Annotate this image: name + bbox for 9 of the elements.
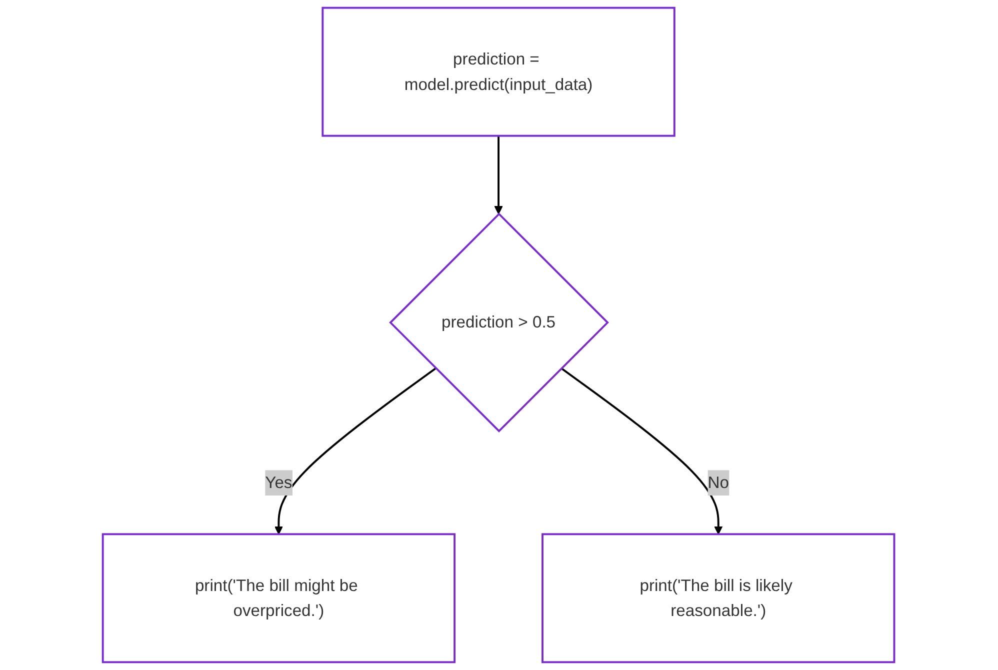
node-diamond: prediction > 0.5	[390, 212, 610, 432]
edge-label: No	[708, 473, 730, 492]
arrow	[274, 367, 437, 535]
edge-label: Yes	[266, 473, 293, 492]
node-box: prediction = model.predict(input_data)	[322, 6, 676, 137]
arrow	[561, 367, 724, 535]
node-box: print('The bill might be overpriced.')	[102, 533, 456, 664]
arrow	[494, 136, 504, 214]
node-box: print('The bill is likely reasonable.')	[542, 533, 896, 664]
